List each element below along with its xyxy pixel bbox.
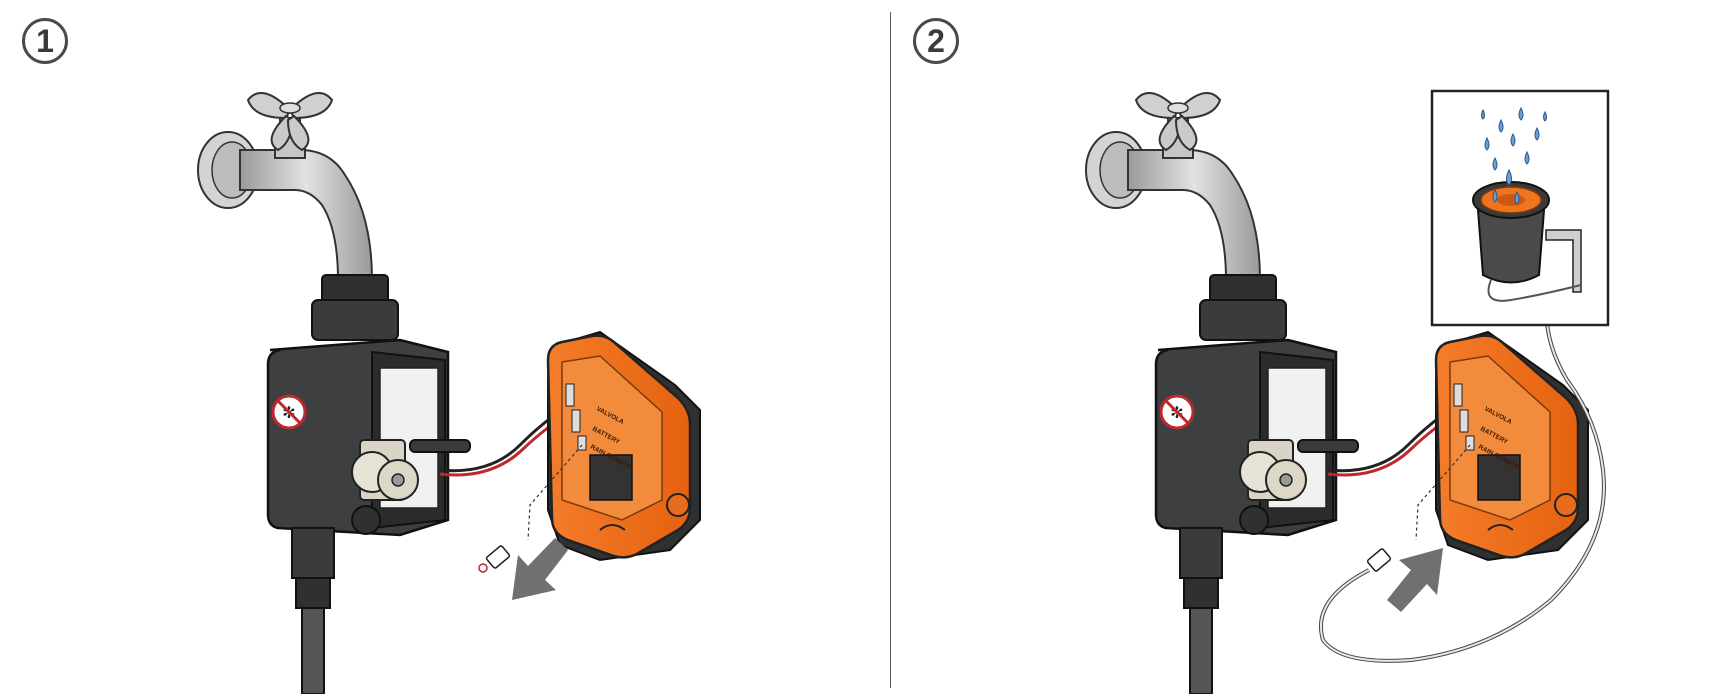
orange-battery-box: VALVOLA BATTERY RAIN SENSOR (1434, 330, 1589, 562)
step-1-panel: 1 (22, 18, 701, 694)
step-number-badge: 1 (22, 18, 68, 64)
faucet (1085, 91, 1262, 281)
arrow-insert-icon (1387, 548, 1443, 612)
water-timer (266, 274, 471, 694)
step-number-badge: 2 (913, 18, 959, 64)
jumper-plug (478, 545, 511, 573)
no-frost-icon: ✻ (1159, 394, 1195, 430)
water-timer (1154, 274, 1359, 694)
step-2-panel: 2 (891, 0, 1709, 694)
orange-battery-box: VALVOLA BATTERY RAIN SENSOR (546, 330, 701, 562)
arrow-remove-icon (512, 538, 568, 600)
panel-divider (890, 12, 891, 688)
sensor-plug (1366, 548, 1392, 572)
step-1-illustration: ✻ VALVOLA BATTERY RAIN SENSOR (197, 91, 701, 694)
no-frost-icon: ✻ (271, 394, 307, 430)
faucet (197, 91, 374, 281)
step-2-illustration: ✻ VALVOLA BATTERY RAIN SENSOR (1085, 89, 1610, 694)
rain-sensor-inset (1430, 89, 1610, 327)
